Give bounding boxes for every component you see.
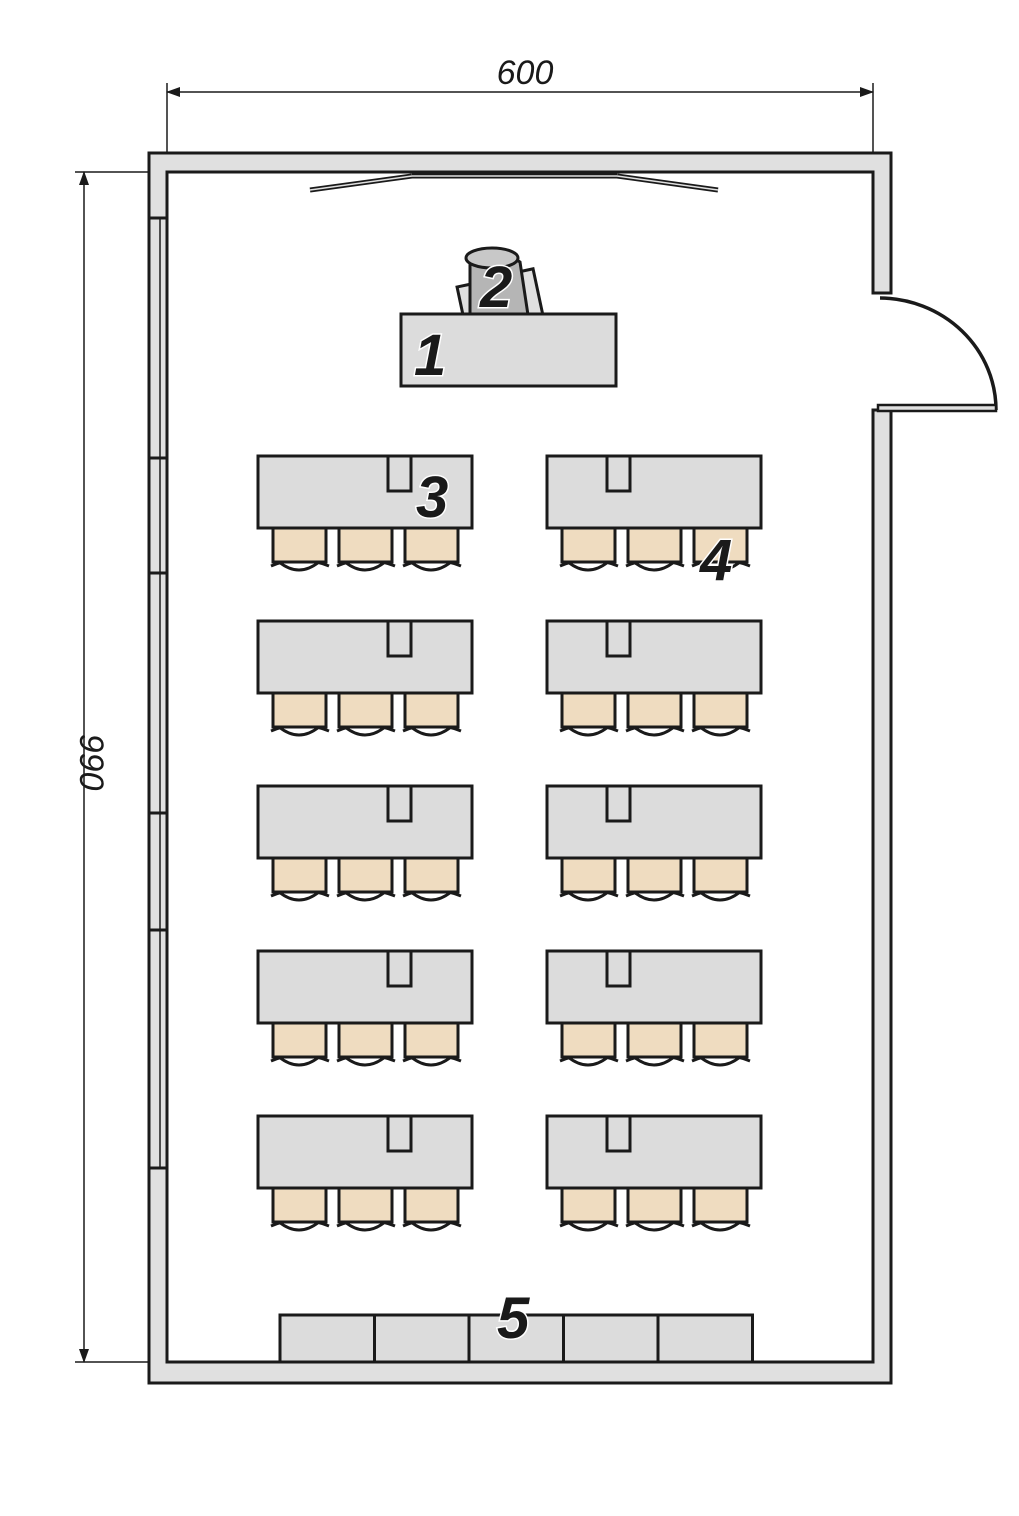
door (876, 296, 998, 413)
student-desks (256, 454, 763, 1232)
student-chair (270, 1021, 330, 1067)
desk (256, 454, 474, 530)
student-chair (336, 526, 396, 572)
student-chair (402, 1186, 462, 1232)
student-chair (559, 856, 619, 902)
desk (545, 619, 763, 695)
monitor (386, 1114, 413, 1153)
student-desk-group (256, 619, 474, 737)
student-chair (625, 526, 685, 572)
windows (149, 216, 167, 1170)
student-chair (336, 856, 396, 902)
student-desk-group (256, 784, 474, 902)
monitor (605, 619, 632, 658)
student-desk-group (545, 619, 763, 737)
student-desk-group (545, 784, 763, 902)
student-chair (270, 856, 330, 902)
student-chair (402, 1021, 462, 1067)
student-desk-group (545, 949, 763, 1067)
cabinet-unit (373, 1313, 471, 1364)
student-chair (402, 856, 462, 902)
student-desk-group (256, 1114, 474, 1232)
student-chair (625, 691, 685, 737)
student-chair (559, 1186, 619, 1232)
label-1: 1 (414, 323, 446, 388)
desk (545, 784, 763, 860)
monitor (386, 619, 413, 658)
monitor (605, 454, 632, 493)
cabinet-unit (656, 1313, 754, 1364)
desk (256, 619, 474, 695)
student-chair (559, 691, 619, 737)
label-3: 3 (416, 465, 448, 530)
desk (545, 454, 763, 530)
student-chair (691, 856, 751, 902)
student-chair (270, 1186, 330, 1232)
monitor (605, 949, 632, 988)
teacher-desk (399, 312, 618, 388)
student-chair (270, 691, 330, 737)
teacher-chair (455, 246, 545, 321)
student-chair (336, 1021, 396, 1067)
monitor (386, 784, 413, 823)
desk (545, 949, 763, 1025)
student-chair (691, 691, 751, 737)
label-2: 2 (479, 255, 512, 320)
label-5: 5 (497, 1286, 530, 1351)
monitor (386, 454, 413, 493)
cabinets (278, 1313, 754, 1364)
desk (545, 1114, 763, 1190)
desk (256, 949, 474, 1025)
student-chair (625, 1021, 685, 1067)
walls (147, 151, 893, 1385)
student-chair (402, 691, 462, 737)
student-chair (336, 691, 396, 737)
student-chair (625, 1186, 685, 1232)
student-desk-group (545, 1114, 763, 1232)
student-desk-group (256, 949, 474, 1067)
desk (256, 784, 474, 860)
cabinet-unit (562, 1313, 660, 1364)
student-chair (336, 1186, 396, 1232)
student-chair (402, 526, 462, 572)
monitor (386, 949, 413, 988)
monitor (605, 1114, 632, 1153)
height-dimension: 990 (72, 171, 167, 1363)
height-label: 990 (72, 734, 110, 791)
whiteboard (309, 173, 719, 193)
student-chair (559, 1021, 619, 1067)
monitor (605, 784, 632, 823)
width-dimension: 600 (166, 54, 874, 172)
label-4: 4 (699, 528, 732, 593)
desk (256, 1114, 474, 1190)
width-label: 600 (497, 54, 554, 92)
student-desk-group (545, 454, 763, 572)
student-chair (691, 1021, 751, 1067)
cabinet-unit (278, 1313, 376, 1364)
student-desk-group (256, 454, 474, 572)
student-chair (270, 526, 330, 572)
student-chair (625, 856, 685, 902)
student-chair (691, 1186, 751, 1232)
student-chair (559, 526, 619, 572)
